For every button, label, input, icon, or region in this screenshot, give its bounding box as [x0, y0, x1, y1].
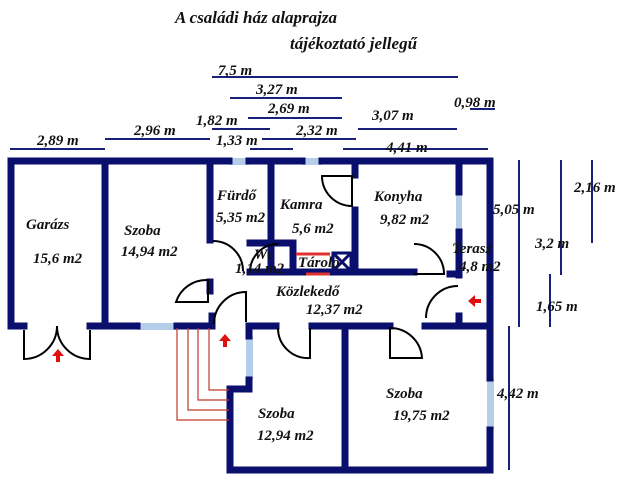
dimension-lines-vertical: [508, 160, 593, 470]
taroló-box-rect: [331, 251, 353, 273]
stair-step-3: [197, 328, 229, 401]
door-entrance: [213, 290, 247, 325]
room-name-kozlekedo: Közlekedő: [275, 284, 341, 300]
dim-label-3-07: 3,07 m: [371, 108, 414, 124]
room-area-szoba-2: 12,94 m2: [257, 428, 314, 444]
dim-label-4-42: 4,42 m: [496, 386, 539, 402]
window-szoba-right: [487, 378, 494, 430]
dim-label-3-2: 3,2 m: [534, 236, 569, 252]
room-area-kamra: 5,6 m2: [292, 221, 334, 237]
door-garage-right: [56, 325, 91, 361]
doors: [23, 175, 459, 361]
taroló-box: [331, 251, 353, 273]
stair-step-1: [176, 328, 229, 421]
dim-label-2-89: 2,89 m: [36, 133, 79, 149]
dim-label-2-69: 2,69 m: [267, 101, 310, 117]
room-name-taroló: Tároló: [298, 255, 340, 271]
taroló-marks: [296, 252, 330, 276]
room-name-terasz: Terasz: [452, 241, 492, 257]
dim-label-7-5: 7,5 m: [218, 63, 252, 79]
room-area-konyha: 9,82 m2: [380, 212, 430, 228]
door-kamra: [320, 175, 353, 208]
taroló-box-cross-2: [331, 251, 353, 273]
room-name-garazs: Garázs: [26, 217, 70, 233]
dimension-lines-horizontal: [10, 76, 495, 150]
room-area-garazs: 15,6 m2: [33, 251, 83, 267]
door-furdo: [212, 240, 244, 272]
window-konyha-terasz: [456, 192, 462, 232]
room-name-konyha: Konyha: [373, 189, 423, 205]
walls: [7, 157, 494, 474]
window-top-kamra: [302, 158, 322, 165]
stair-step-4: [208, 328, 229, 391]
dim-label-1-82: 1,82 m: [196, 113, 238, 129]
room-name-kamra: Kamra: [279, 197, 323, 213]
plan-subtitle: tájékoztató jellegű: [290, 34, 418, 53]
dim-label-2-96: 2,96 m: [133, 123, 176, 139]
room-name-szoba-1: Szoba: [124, 223, 161, 239]
entrance-stairs: [176, 328, 229, 421]
dim-label-1-65: 1,65 m: [536, 299, 578, 315]
dimension-labels: 7,5 m 3,27 m 0,98 m 2,69 m 1,82 m 3,07 m…: [36, 63, 616, 402]
door-terasz: [425, 285, 459, 319]
room-area-szoba-3: 19,75 m2: [393, 408, 450, 424]
door-szoba-1: [174, 278, 209, 303]
room-area-terasz: 4,8 m2: [458, 259, 501, 275]
dim-label-3-27: 3,27 m: [255, 82, 298, 98]
door-garage-left: [23, 325, 58, 361]
door-konyha: [413, 243, 446, 275]
dim-label-4-41: 4,41 m: [385, 140, 428, 156]
room-name-szoba-3: Szoba: [386, 386, 423, 402]
room-name-szoba-2: Szoba: [258, 406, 295, 422]
arrow-up-garage: [52, 349, 64, 362]
room-area-kozlekedo: 12,37 m2: [306, 302, 363, 318]
dim-label-2-16: 2,16 m: [573, 180, 616, 196]
window-bottom-szoba: [137, 323, 177, 330]
room-name-furdo: Fürdő: [216, 188, 258, 204]
dim-label-1-33: 1,33 m: [216, 133, 258, 149]
dim-label-2-32: 2,32 m: [295, 123, 338, 139]
door-szoba-bottom-left: [276, 327, 311, 360]
room-area-wc: 1,14 m2: [235, 261, 285, 277]
plan-title: A családi ház alaprajza: [174, 8, 338, 27]
windows: [137, 158, 494, 430]
window-top-furdo: [229, 158, 249, 165]
door-szoba-bottom-right: [389, 326, 424, 359]
dim-label-5-05: 5,05 m: [493, 202, 535, 218]
room-area-szoba-1: 14,94 m2: [121, 244, 178, 260]
stair-step-2: [187, 328, 229, 411]
room-labels: Garázs 15,6 m2 Szoba 14,94 m2 Fürdő 5,35…: [26, 188, 501, 444]
arrow-up-entrance: [219, 334, 231, 347]
arrow-left-terasz: [468, 295, 481, 307]
entry-arrows: [52, 295, 481, 362]
door-wc: [249, 243, 279, 273]
room-name-wc: Wc: [254, 247, 274, 263]
window-entrance: [246, 336, 253, 380]
room-area-furdo: 5,35 m2: [216, 210, 266, 226]
dim-label-0-98: 0,98 m: [454, 95, 496, 111]
